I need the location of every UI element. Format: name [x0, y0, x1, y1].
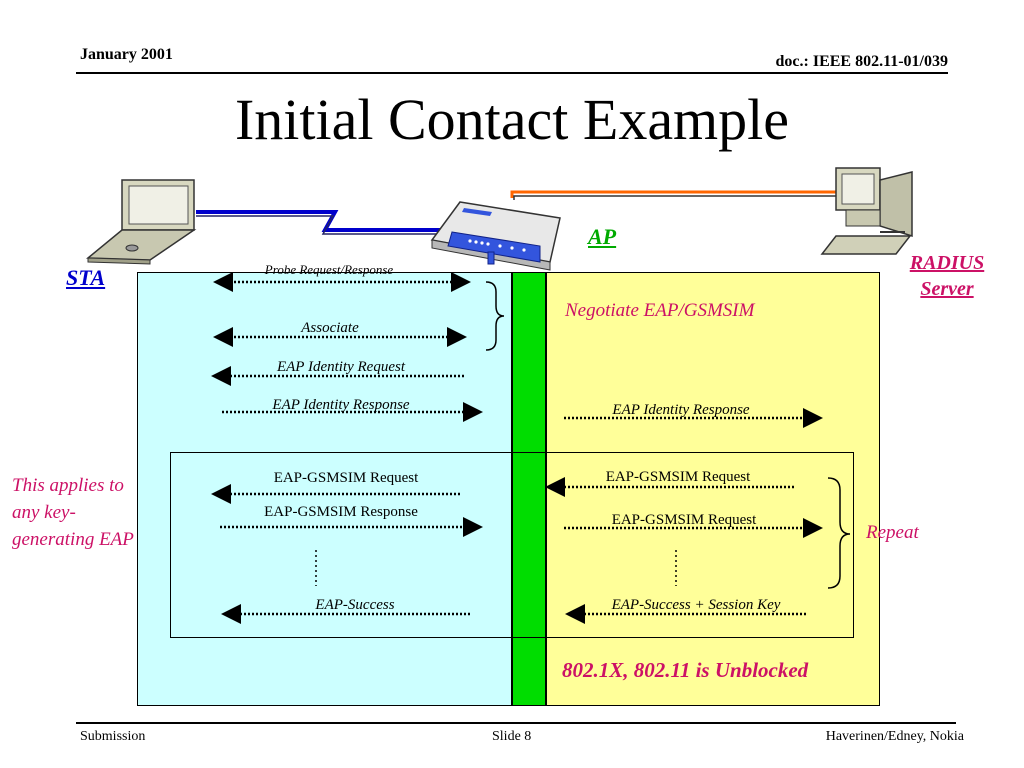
negotiate-brace: [485, 281, 505, 351]
header-date: January 2001: [80, 46, 173, 63]
eap-success-radius-label: EAP-Success + Session Key: [611, 597, 781, 613]
identity-response-sta-label: EAP Identity Response: [272, 397, 410, 413]
footer-rule: [76, 722, 956, 724]
radius-zone: [546, 272, 880, 706]
sta-ap-cable-shadow: [196, 215, 440, 235]
repeat-brace: [827, 477, 851, 589]
associate-label: Associate: [301, 320, 359, 336]
header-rule: [76, 72, 948, 74]
ap-radius-cable-shadow: [513, 195, 840, 200]
sta-label: STA: [66, 265, 106, 290]
gsmsim-response-sta-label: EAP-GSMSIM Response: [264, 504, 418, 520]
gsmsim-exchange-box: [170, 452, 854, 638]
negotiate-label: Negotiate EAP/GSMSIM: [565, 300, 755, 321]
footer-submission: Submission: [80, 729, 146, 744]
identity-response-radius-label: EAP Identity Response: [612, 402, 750, 418]
unblocked-label: 802.1X, 802.11 is Unblocked: [562, 658, 809, 682]
footer-slide-number: Slide 8: [492, 729, 532, 744]
gsmsim-request-radius1-label: EAP-GSMSIM Request: [605, 469, 751, 485]
slide-title: Initial Contact Example: [234, 87, 790, 152]
repeat-label: Repeat: [866, 522, 919, 543]
gsmsim-request-sta-label: EAP-GSMSIM Request: [273, 470, 419, 486]
ap-label: AP: [588, 224, 617, 249]
gsmsim-request-radius2-label: EAP-GSMSIM Request: [611, 512, 757, 528]
header-doc-id: doc.: IEEE 802.11-01/039: [775, 53, 948, 70]
laptop-icon: [85, 179, 197, 265]
probe-label: Probe Request/Response: [264, 262, 394, 277]
server-computer-icon: [820, 167, 913, 255]
access-point-icon: [430, 201, 561, 271]
radius-server-label: RADIUS Server: [909, 252, 985, 300]
ap-radius-cable: [510, 190, 840, 198]
eap-success-sta-label: EAP-Success: [315, 597, 395, 613]
footer-authors: Haverinen/Edney, Nokia: [825, 729, 964, 744]
ap-bar: [512, 272, 546, 706]
applies-note: This applies to any key-generating EAP: [12, 475, 134, 550]
identity-request-label: EAP Identity Request: [276, 359, 405, 375]
